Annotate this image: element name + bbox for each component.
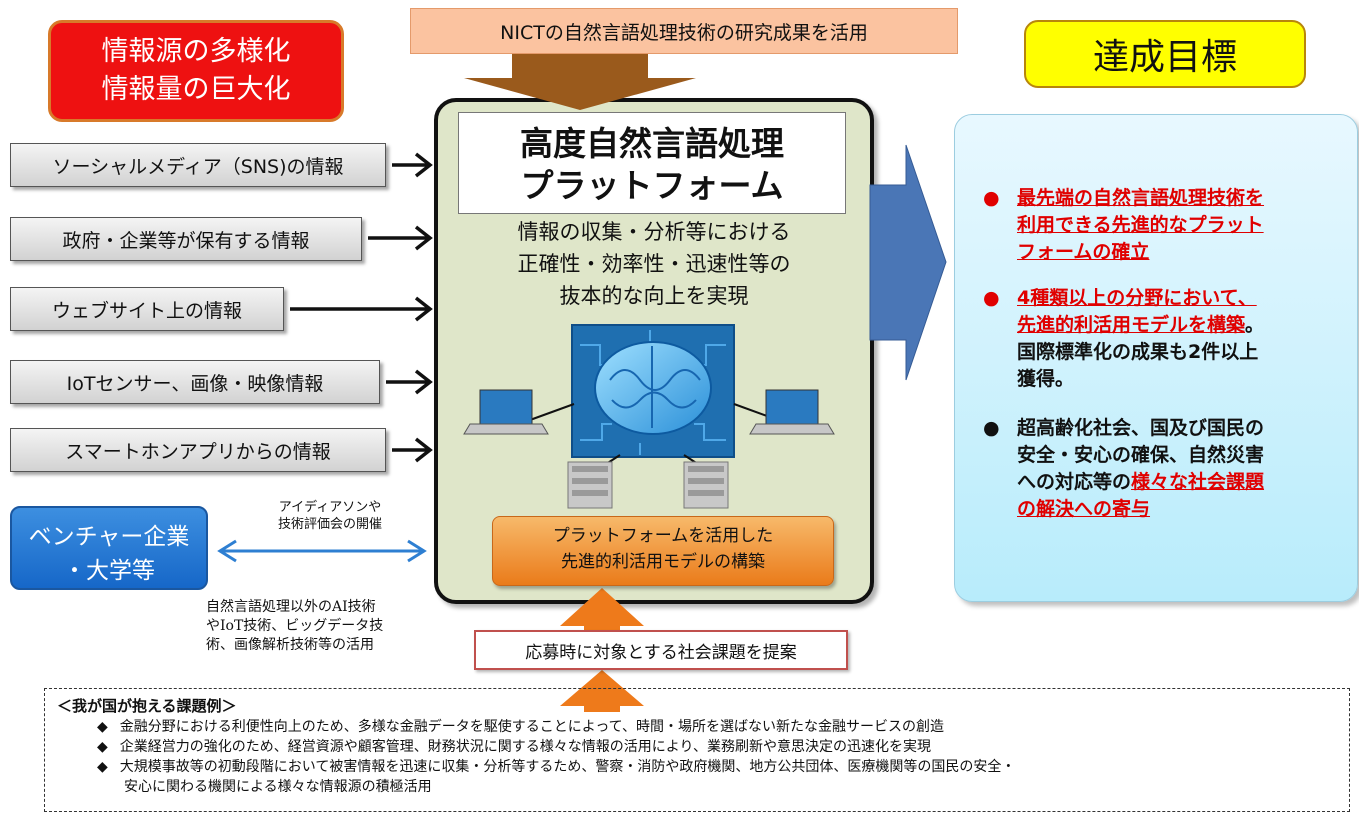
tech-note-line-3: 術、画像解析技術等の活用 [206, 637, 374, 653]
source-government-label: 政府・企業等が保有する情報 [62, 229, 310, 252]
goal-2-line-3: 国際標準化の成果も2件以上 [1017, 341, 1259, 363]
goal-title-text: 達成目標 [1092, 37, 1237, 78]
source-smartphone: スマートホンアプリからの情報 [10, 428, 386, 472]
nict-banner-text: NICTの自然言語処理技術の研究成果を活用 [500, 21, 868, 44]
diversity-title-box: 情報源の多様化 情報量の巨大化 [48, 20, 344, 122]
platform-title-line-1: 高度自然言語処理 [520, 124, 784, 163]
issue-1-text: 金融分野における利便性向上のため、多様な金融データを駆使することによって、時間・… [119, 719, 944, 735]
source-iot: IoTセンサー、画像・映像情報 [10, 360, 380, 404]
diversity-title-line-1: 情報源の多様化 [101, 36, 291, 67]
goal-2-bullet: ● [983, 287, 1000, 309]
issue-item-1: ◆ 金融分野における利便性向上のため、多様な金融データを駆使することによって、時間… [97, 718, 944, 736]
issue-2-bullet: ◆ [97, 739, 108, 755]
nict-banner: NICTの自然言語処理技術の研究成果を活用 [410, 8, 958, 54]
platform-title: 高度自然言語処理 プラットフォーム [458, 112, 846, 214]
diversity-title-line-2: 情報量の巨大化 [101, 74, 291, 105]
source-sns: ソーシャルメディア（SNS)の情報 [10, 143, 386, 187]
issues-box: ＜我が国が抱える課題例＞ ◆ 金融分野における利便性向上のため、多様な金融データを… [44, 688, 1350, 812]
goal-1-line-1: 最先端の自然言語処理技術を [1017, 187, 1265, 209]
ideathon-line-1: アイディアソンや [278, 500, 382, 515]
issue-item-3: ◆ 大規模事故等の初動段階において被害情報を迅速に収集・分析等するため、警察・消防… [97, 758, 1015, 776]
proposal-text: 応募時に対象とする社会課題を提案 [525, 642, 797, 663]
venture-double-arrow [217, 539, 427, 563]
source-arrows [290, 152, 433, 463]
goal-item-3: ● 超高齢化社会、国及び国民の 安全・安心の確保、自然災害 への対応等の様々な社… [983, 415, 1343, 523]
issue-3-text-continued: 安心に関わる機関による様々な情報源の積極活用 [124, 779, 432, 795]
venture-box: ベンチャー企業 ・大学等 [10, 506, 208, 590]
model-box-line-2: 先進的利活用モデルの構築 [561, 552, 765, 572]
goal-2-line-2-suffix: 。 [1245, 314, 1265, 336]
server-right [683, 461, 729, 509]
issues-title: ＜我が国が抱える課題例＞ [57, 697, 237, 715]
issue-1-bullet: ◆ [97, 719, 108, 735]
nict-down-arrow [464, 54, 696, 110]
venture-line-2: ・大学等 [63, 558, 155, 584]
proposal-up-arrow-bottom [560, 670, 644, 712]
ideathon-line-2: 技術評価会の開催 [277, 517, 382, 532]
issue-item-2: ◆ 企業経営力の強化のため、経営資源や顧客管理、財務状況に関する様々な情報の活用に… [97, 738, 931, 756]
source-sns-label: ソーシャルメディア（SNS)の情報 [52, 155, 344, 178]
goal-1-bullet: ● [983, 187, 1000, 209]
goal-1-line-3: フォームの確立 [1017, 241, 1150, 263]
server-left [567, 461, 613, 509]
tech-note-line-2: やIoT技術、ビッグデータ技 [206, 618, 384, 634]
issue-2-text: 企業経営力の強化のため、経営資源や顧客管理、財務状況に関する様々な情報の活用によ… [119, 739, 931, 755]
goal-1-line-2: 利用できる先進的なプラット [1017, 214, 1264, 236]
goal-3-line-4: の解決への寄与 [1017, 498, 1151, 520]
brain-illustration [463, 324, 835, 509]
source-iot-label: IoTセンサー、画像・映像情報 [66, 372, 324, 395]
proposal-box: 応募時に対象とする社会課題を提案 [474, 630, 848, 670]
goal-item-1: ● 最先端の自然言語処理技術を 利用できる先進的なプラット フォームの確立 [983, 185, 1343, 266]
platform-desc-line-2: 正確性・効率性・迅速性等の [517, 252, 791, 276]
goal-title-box: 達成目標 [1024, 20, 1306, 88]
model-box-line-1: プラットフォームを活用した [552, 526, 774, 546]
goal-2-line-2: 先進的利活用モデルを構築 [1017, 314, 1246, 336]
platform-desc-line-3: 抜本的な向上を実現 [559, 284, 749, 308]
goal-3-line-1: 超高齢化社会、国及び国民の [1017, 417, 1265, 439]
venture-line-1: ベンチャー企業 [28, 524, 190, 550]
goal-3-line-3-highlight: 様々な社会課題 [1131, 471, 1265, 493]
source-government: 政府・企業等が保有する情報 [10, 217, 362, 261]
goal-3-line-2: 安全・安心の確保、自然災害 [1017, 444, 1265, 466]
model-building-box: プラットフォームを活用した 先進的利活用モデルの構築 [492, 516, 834, 586]
goal-3-bullet: ● [983, 417, 1000, 439]
platform-desc-line-1: 情報の収集・分析等における [517, 220, 791, 244]
issue-3-text: 大規模事故等の初動段階において被害情報を迅速に収集・分析等するため、警察・消防や… [119, 759, 1016, 775]
source-website: ウェブサイト上の情報 [10, 287, 284, 331]
issue-3-bullet: ◆ [97, 759, 108, 775]
laptop-right [749, 389, 835, 435]
goal-2-line-4: 獲得。 [1017, 368, 1075, 390]
blue-output-arrow [869, 144, 947, 381]
source-website-label: ウェブサイト上の情報 [51, 299, 242, 322]
proposal-up-arrow-top [560, 588, 644, 632]
issue-item-3-continued: 安心に関わる機関による様々な情報源の積極活用 [124, 778, 432, 796]
goals-panel: ● 最先端の自然言語処理技術を 利用できる先進的なプラット フォームの確立 ● … [954, 114, 1358, 602]
tech-note: 自然言語処理以外のAI技術 やIoT技術、ビッグデータ技 術、画像解析技術等の活… [206, 598, 436, 655]
goal-3-line-3: への対応等の [1017, 471, 1132, 493]
goal-item-2: ● 4種類以上の分野において、 先進的利活用モデルを構築。 国際標準化の成果も2… [983, 285, 1343, 393]
laptop-left [463, 389, 549, 435]
platform-description: 情報の収集・分析等における 正確性・効率性・迅速性等の 抜本的な向上を実現 [434, 216, 874, 316]
goal-2-line-1: 4種類以上の分野において、 [1017, 287, 1257, 309]
ideathon-note: アイディアソンや 技術評価会の開催 [250, 499, 410, 533]
tech-note-line-1: 自然言語処理以外のAI技術 [206, 599, 376, 615]
source-smartphone-label: スマートホンアプリからの情報 [65, 440, 331, 463]
platform-title-line-2: プラットフォーム [520, 166, 784, 205]
